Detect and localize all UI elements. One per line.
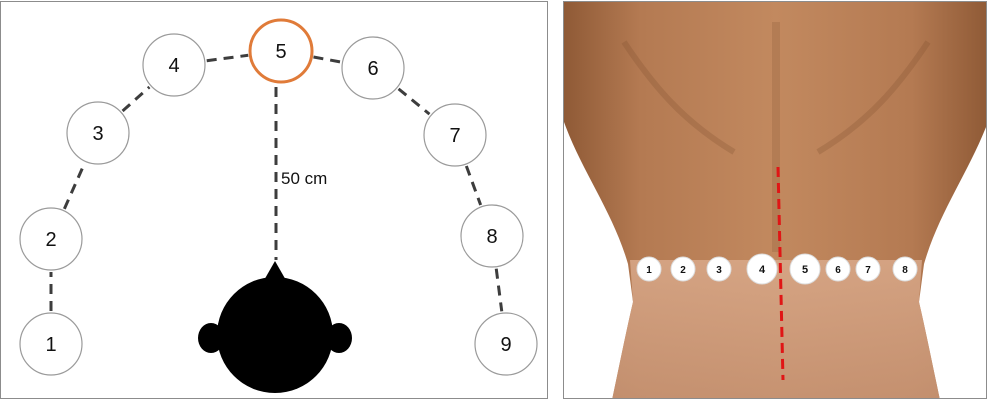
speaker-position-4: 4	[143, 34, 205, 96]
speaker-position-9: 9	[475, 313, 537, 375]
body-position-8: 8	[893, 257, 917, 281]
speaker-position-3: 3	[67, 102, 129, 164]
speaker-number: 4	[168, 55, 179, 77]
speaker-position-5: 5	[250, 20, 312, 82]
body-marker-number: 1	[646, 265, 652, 276]
arc-dash-segment	[399, 89, 430, 114]
arc-dash-segment	[207, 55, 249, 60]
speaker-position-7: 7	[424, 104, 486, 166]
body-marker-number: 3	[716, 265, 722, 276]
body-position-2: 2	[671, 257, 695, 281]
head-circle	[217, 277, 333, 393]
body-marker-number: 4	[759, 264, 766, 276]
speaker-arc-diagram: 50 cm 1 2 3 4 5 6 7 8 9	[1, 2, 549, 400]
body-position-3: 3	[707, 257, 731, 281]
nose-marker	[263, 261, 287, 282]
speaker-number: 5	[275, 41, 286, 63]
speaker-number: 8	[486, 226, 497, 248]
distance-label: 50 cm	[281, 169, 327, 188]
arc-dash-segment	[313, 57, 340, 62]
lower-back-skin	[612, 260, 940, 399]
back-torso-illustration: 1 2 3 4 5 6 7 8	[564, 2, 987, 399]
body-position-5: 5	[790, 254, 820, 284]
body-marker-number: 7	[865, 265, 871, 276]
arc-dash-segment	[123, 87, 150, 111]
arc-dash-segment	[496, 269, 502, 312]
speaker-position-8: 8	[461, 205, 523, 267]
speaker-position-2: 2	[20, 208, 82, 270]
arc-dash-segment	[466, 166, 480, 205]
speaker-number: 7	[449, 125, 460, 147]
speaker-position-1: 1	[20, 313, 82, 375]
arc-dash-segment	[64, 163, 84, 209]
body-marker-number: 2	[680, 265, 686, 276]
body-marker-number: 6	[835, 265, 841, 276]
body-marker-number: 8	[902, 265, 908, 276]
speaker-number: 2	[45, 229, 56, 251]
speaker-position-6: 6	[342, 37, 404, 99]
right-panel-back-view: 1 2 3 4 5 6 7 8	[563, 1, 987, 399]
listener-head	[198, 261, 352, 393]
speaker-number: 3	[92, 123, 103, 145]
body-position-4: 4	[747, 254, 777, 284]
speaker-number: 9	[500, 334, 511, 356]
left-panel-speaker-arc: 50 cm 1 2 3 4 5 6 7 8 9	[0, 1, 548, 399]
speaker-number: 1	[45, 334, 56, 356]
body-position-6: 6	[826, 257, 850, 281]
body-marker-number: 5	[802, 264, 808, 276]
body-position-7: 7	[856, 257, 880, 281]
speaker-number: 6	[367, 58, 378, 80]
body-position-1: 1	[637, 257, 661, 281]
